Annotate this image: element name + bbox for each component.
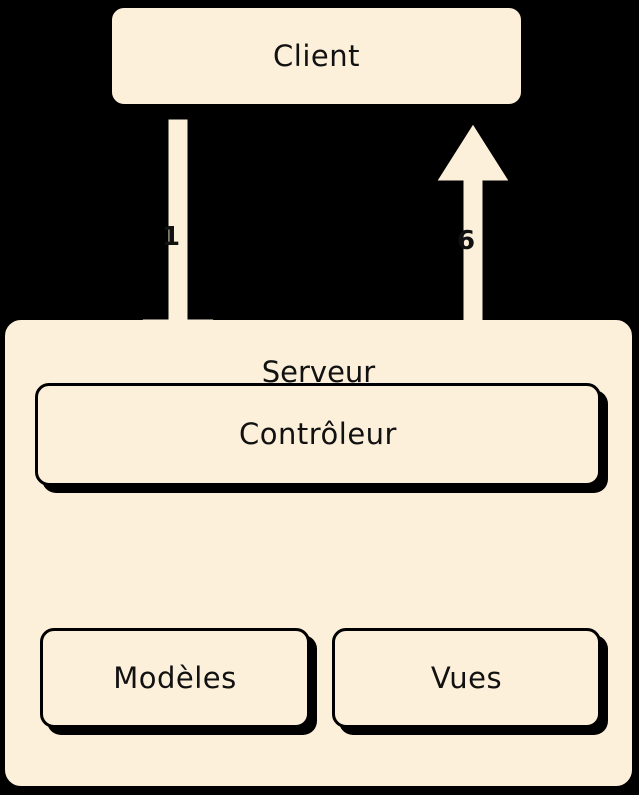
node-serveur[interactable]: Serveur Contrôleur Modèles Vues bbox=[5, 320, 632, 786]
node-client[interactable]: Client bbox=[112, 8, 521, 104]
client-label: Client bbox=[273, 38, 360, 73]
modeles-label: Modèles bbox=[113, 660, 237, 695]
controleur-label: Contrôleur bbox=[239, 417, 397, 451]
node-vues[interactable]: Vues bbox=[332, 628, 601, 728]
node-modeles[interactable]: Modèles bbox=[40, 628, 310, 728]
node-controleur[interactable]: Contrôleur bbox=[35, 383, 601, 486]
vues-label: Vues bbox=[430, 660, 503, 695]
